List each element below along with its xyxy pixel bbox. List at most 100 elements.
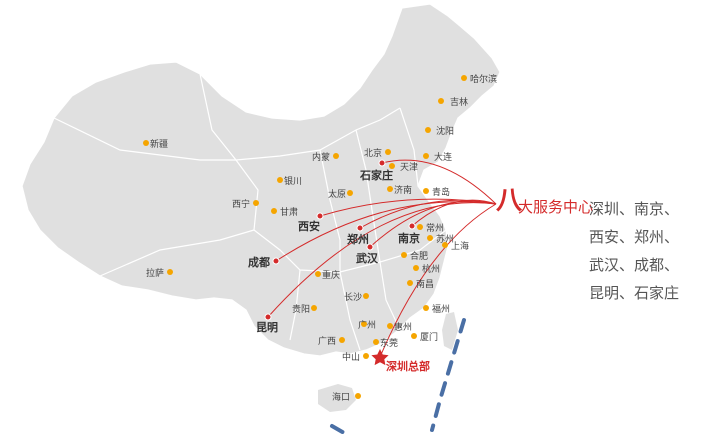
service-center-label: 郑州: [347, 232, 369, 246]
city-label: 哈尔滨: [470, 73, 497, 85]
city-dot: [277, 177, 283, 183]
city-dot: [333, 153, 339, 159]
province-borders: [53, 73, 447, 351]
service-center-label: 成都: [248, 255, 270, 269]
city-label: 大连: [434, 151, 452, 163]
city-dot: [423, 188, 429, 194]
city-label: 贵阳: [292, 303, 310, 315]
route-line: [275, 201, 497, 262]
service-center-dot: [272, 257, 280, 265]
service-routes: [267, 159, 497, 358]
city-dot: [355, 393, 361, 399]
city-label: 沈阳: [436, 125, 454, 137]
headquarters-label: 深圳总部: [386, 359, 430, 373]
service-center-dot: [316, 212, 324, 220]
city-label: 合肥: [410, 250, 428, 262]
city-dot: [315, 271, 321, 277]
city-dot: [363, 293, 369, 299]
city-dot: [423, 153, 429, 159]
route-line: [379, 203, 497, 358]
route-line: [381, 159, 497, 205]
city-label: 长沙: [344, 291, 362, 303]
legend-line: 西安、郑州、: [589, 228, 680, 246]
city-dot: [427, 235, 433, 241]
service-center-dot: [378, 159, 386, 167]
city-dot: [461, 75, 467, 81]
city-dot: [253, 200, 259, 206]
coastal-dash-line: [330, 318, 466, 436]
city-dot: [411, 333, 417, 339]
city-dot: [413, 265, 419, 271]
headquarters-star-icon: [371, 349, 389, 366]
city-label: 青岛: [432, 186, 450, 198]
route-line: [267, 202, 497, 318]
city-label: 东莞: [380, 337, 398, 349]
city-dot: [311, 305, 317, 311]
city-dot: [389, 163, 395, 169]
city-dot: [361, 321, 367, 327]
service-center-dot: [408, 222, 416, 230]
city-label: 太原: [328, 188, 346, 200]
city-label: 拉萨: [146, 267, 164, 279]
service-center-dot: [264, 313, 272, 321]
legend-city-list: 深圳、南京、 西安、郑州、 武汉、成都、 昆明、石家庄: [589, 195, 679, 307]
city-dot: [407, 280, 413, 286]
city-dot: [425, 127, 431, 133]
service-center-dot: [366, 243, 374, 251]
legend-line: 武汉、成都、: [589, 256, 680, 274]
hainan-island: [318, 384, 356, 412]
city-label: 南昌: [416, 278, 434, 290]
city-dot: [167, 269, 173, 275]
city-label: 上海: [451, 240, 469, 252]
legend-line: 昆明、石家庄: [589, 284, 680, 302]
city-label: 新疆: [150, 138, 168, 150]
city-dot: [347, 190, 353, 196]
city-label: 中山: [342, 351, 360, 363]
city-dot: [442, 242, 448, 248]
city-dot: [423, 305, 429, 311]
service-center-label: 西安: [298, 219, 320, 233]
city-dot: [373, 339, 379, 345]
city-label: 天津: [400, 162, 418, 173]
city-dot: [417, 224, 423, 230]
legend-badge: 八: [496, 186, 523, 216]
city-label: 内蒙: [312, 151, 330, 163]
city-label: 海口: [332, 391, 350, 403]
city-label: 济南: [394, 184, 412, 196]
city-dot: [438, 98, 444, 104]
city-label: 西宁: [232, 198, 250, 210]
legend-line: 深圳、南京、: [589, 200, 680, 218]
city-label: 常州: [426, 222, 444, 234]
route-line: [369, 200, 497, 248]
city-dot: [385, 149, 391, 155]
service-center-label: 南京: [398, 231, 420, 245]
city-label: 银川: [284, 175, 302, 187]
city-label: 杭州: [422, 263, 440, 275]
service-center-label: 武汉: [356, 251, 379, 265]
city-label: 北京: [364, 147, 382, 159]
city-label: 广西: [318, 335, 336, 347]
china-landmass: [21, 3, 501, 357]
taiwan-island: [442, 312, 458, 350]
service-center-label: 昆明: [256, 321, 278, 334]
legend-title: 大服务中心: [518, 198, 594, 216]
service-center-label: 石家庄: [359, 168, 393, 182]
city-label: 吉林: [450, 96, 468, 108]
city-dot: [339, 337, 345, 343]
city-label: 福州: [432, 303, 450, 315]
city-label: 苏州: [436, 233, 454, 245]
city-label: 重庆: [322, 269, 340, 281]
city-label: 惠州: [394, 321, 412, 333]
city-dot: [363, 353, 369, 359]
city-label: 甘肃: [280, 206, 298, 218]
city-dot: [271, 208, 277, 214]
service-center-dot: [356, 224, 364, 232]
city-dot: [387, 323, 393, 329]
city-dot: [401, 252, 407, 258]
city-label: 广州: [358, 319, 376, 331]
city-dot: [143, 140, 149, 146]
city-label: 厦门: [420, 331, 438, 343]
